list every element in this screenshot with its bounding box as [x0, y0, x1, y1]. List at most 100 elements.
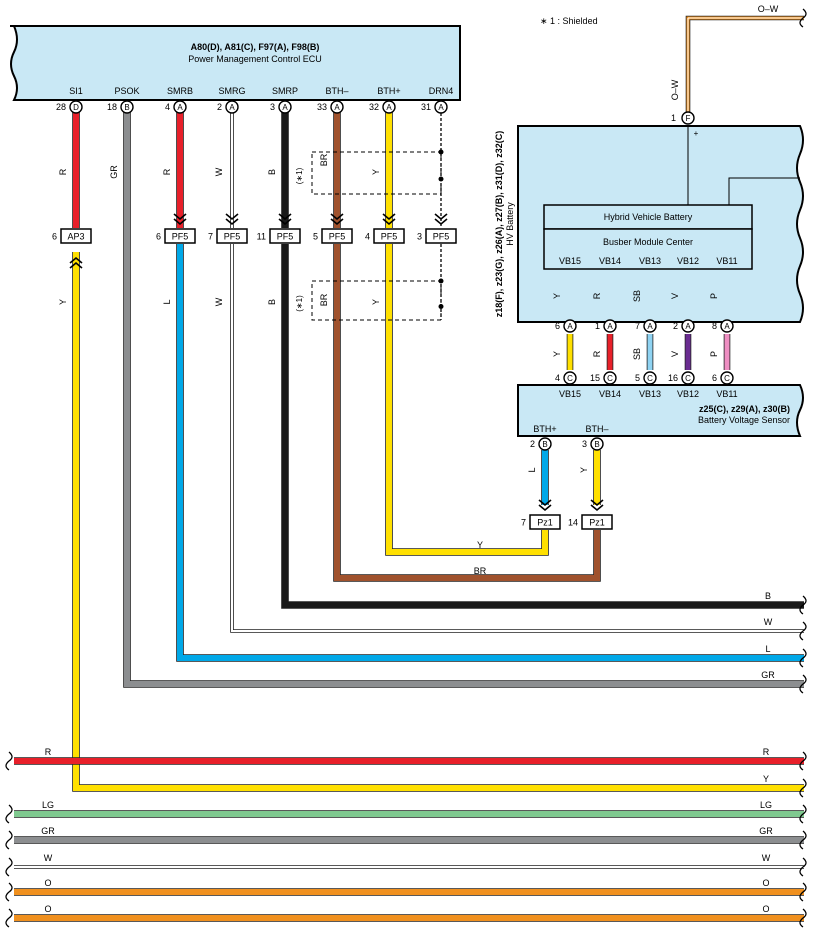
hv-plus-sign: + [694, 129, 699, 138]
hybrid-battery-box [543, 204, 753, 230]
sensor-terminal-vb12: VB12 [677, 389, 699, 399]
junction-pf5-5-box [373, 228, 405, 244]
ecu-pin-num-psok: 18 [107, 102, 117, 112]
junction-ap3-0-label: AP3 [67, 232, 84, 242]
junction-pf5-3-box [269, 228, 301, 244]
bus-right-break-4 [799, 857, 807, 877]
ecu-pin-si1-circle [69, 100, 83, 114]
junction-pf5-4-label: PF5 [329, 232, 346, 242]
junction-pf5-1-box [164, 228, 196, 244]
bus-right-break-3 [799, 830, 807, 850]
shield-label-0: (∗1) [295, 167, 304, 184]
hv-pin-vb12-circle [681, 319, 695, 333]
ecu-pin-num-bth+: 32 [369, 102, 379, 112]
sensor-pin-vb14-circle [603, 371, 617, 385]
chevron-down-5 [382, 213, 396, 226]
sensor-pin-vb15-circle [563, 371, 577, 385]
sensor-subtitle: Battery Voltage Sensor [698, 415, 790, 425]
sensor-pin-vb13-letter: C [647, 374, 653, 383]
shield-node-mid-0 [438, 176, 444, 182]
hv-inner-code-vb14: R [592, 292, 602, 299]
hv-wire-code-vb14: R [592, 350, 602, 357]
wire-bthp-yellow-lower [385, 244, 549, 556]
bus-left-break-0 [5, 751, 13, 771]
ow-wire-code-right: O–W [758, 4, 779, 14]
hv-battery-title: z18(F), z23(G), z26(A), z27(B), z31(D), … [494, 131, 504, 318]
hv-inner-code-vb15: Y [552, 293, 562, 299]
hv-terminal-vb12: VB12 [677, 256, 699, 266]
bus-left-code-0: R [45, 747, 52, 757]
bus-right-code-6: O [762, 904, 769, 914]
sensor-pin-vb14-letter: C [607, 374, 613, 383]
hv-wire-code-vb13: SB [632, 348, 642, 360]
route-label-br: BR [474, 566, 487, 576]
ecu-pin-smrp-letter: A [282, 103, 288, 112]
hv-inner-code-vb12: V [670, 293, 680, 299]
wire-ow-orange [685, 15, 804, 112]
hv-pin-vb14-circle [603, 319, 617, 333]
sensor-bottom-pin-0-circle [538, 437, 552, 451]
bus-right-break-6 [799, 908, 807, 928]
bus-right-code-3: GR [759, 826, 773, 836]
ecu-pin-si1-letter: D [73, 103, 79, 112]
lower-wire-code-1: L [162, 299, 172, 304]
hv-battery-subtitle: HV Battery [505, 202, 515, 246]
labels-layer: (∗1)(∗1)A80(D), A81(C), F97(A), F98(B)Po… [41, 4, 790, 914]
hv-pin-vb14-letter: A [607, 322, 613, 331]
ecu-wire-code-4: B [267, 169, 277, 175]
ecu-wire-code-6: Y [371, 169, 381, 175]
hv-pin-vb13-circle [643, 319, 657, 333]
lower-wire-code-3: B [267, 299, 277, 305]
right-wire-code-b: B [765, 591, 771, 601]
hv-top-pin-letter: F [686, 114, 691, 123]
sensor-pin-num-vb12: 16 [668, 373, 678, 383]
ecu-terminal-drn4: DRN4 [429, 86, 454, 96]
sensor-terminal-vb15: VB15 [559, 389, 581, 399]
right-wire-code-gr: GR [761, 670, 775, 680]
ecu-wire-code-2: R [162, 168, 172, 175]
junction-pf5-2-label: PF5 [224, 232, 241, 242]
ecu-terminal-bth–: BTH– [325, 86, 348, 96]
sensor-terminal-vb14: VB14 [599, 389, 621, 399]
sensor-pin-num-vb11: 6 [712, 373, 717, 383]
ecu-pin-num-smrb: 4 [165, 102, 170, 112]
bus-left-code-6: O [44, 904, 51, 914]
hv-pin-vb13-letter: A [647, 322, 653, 331]
ecu-pin-num-bth–: 33 [317, 102, 327, 112]
bus-right-code-0: R [763, 747, 770, 757]
bus-left-break-3 [5, 830, 13, 850]
sensor-bottom-code-0: L [527, 467, 537, 472]
junction-pf5-6-label: PF5 [433, 232, 450, 242]
sensor-title: z25(C), z29(A), z30(B) [699, 404, 790, 414]
lower-wire-code-0: Y [58, 299, 68, 305]
hybrid-battery-title: Hybrid Vehicle Battery [604, 212, 693, 222]
ecu-wire-code-1: GR [109, 165, 119, 179]
bus-left-code-2: LG [42, 800, 54, 810]
junction-pf5-3-pin: 11 [257, 232, 266, 242]
sensor-bottom-pin-1-circle [590, 437, 604, 451]
wire-smrp-black-lower [281, 244, 804, 609]
hv-top-wire-code: O–W [670, 79, 680, 100]
hv-pin-vb12-letter: A [685, 322, 691, 331]
sensor-pin-num-vb15: 4 [555, 373, 560, 383]
bus-left-break-6 [5, 908, 13, 928]
hv-pin-vb11-letter: A [724, 322, 730, 331]
wire-bthm-brown-lower-core [334, 244, 600, 581]
ecu-pin-smrb-letter: A [177, 103, 183, 112]
hv-pin-vb11-circle [720, 319, 734, 333]
junction-pf5-1-pin: 6 [156, 232, 161, 242]
junction-pf5-3-label: PF5 [277, 232, 294, 242]
wire-bthm-brown-lower [333, 244, 601, 582]
bus-right-break-0 [799, 751, 807, 771]
hv-terminal-vb14: VB14 [599, 256, 621, 266]
ecu-terminal-smrg: SMRG [219, 86, 246, 96]
junction-ap3-0-pin: 6 [52, 232, 57, 242]
hv-terminal-vb15: VB15 [559, 256, 581, 266]
wire-ap3-yellow [72, 252, 804, 792]
ecu-wire-code-5: BR [319, 153, 329, 166]
hv-wire-code-vb12: V [670, 351, 680, 357]
bus-right-break-1 [799, 778, 807, 798]
hv-pin-vb15-circle [563, 319, 577, 333]
right-wire-code-w: W [764, 617, 773, 627]
route-label-y: Y [477, 540, 483, 550]
